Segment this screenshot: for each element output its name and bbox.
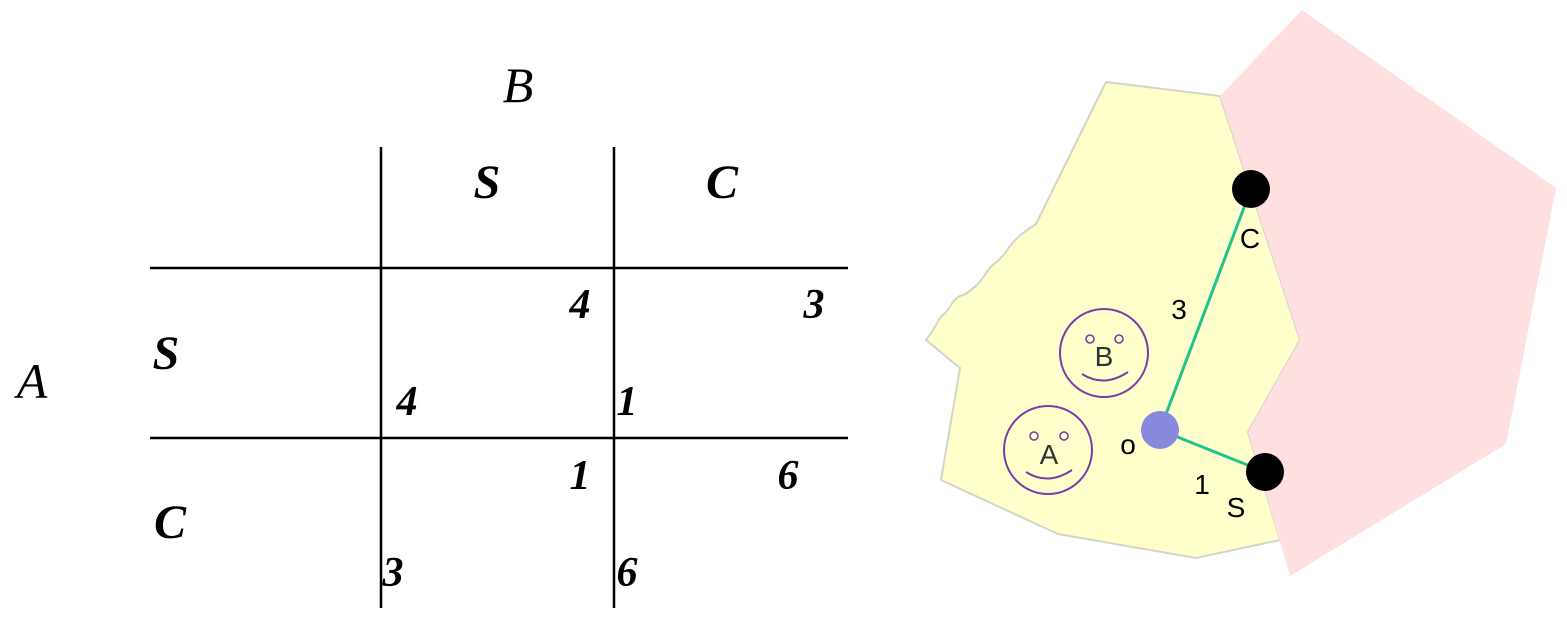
map-diagram: C S o 3 1 B A xyxy=(924,10,1556,576)
point-s-dot xyxy=(1246,453,1284,491)
yellow-region xyxy=(924,80,1302,560)
distance-to-s-label: 1 xyxy=(1194,469,1210,500)
distance-to-c-label: 3 xyxy=(1171,294,1187,325)
payoff-ss-a: 4 xyxy=(396,379,418,425)
payoff-ss-b: 4 xyxy=(569,282,591,328)
smiley-face-b: B xyxy=(1059,308,1149,398)
point-c-dot xyxy=(1232,170,1270,208)
col-player-label: B xyxy=(503,57,534,113)
row-strategy-s: S xyxy=(153,327,180,380)
point-c-label: C xyxy=(1240,223,1260,254)
face-a-label: A xyxy=(1040,439,1059,470)
row-player-label: A xyxy=(14,353,48,409)
point-s-label: S xyxy=(1227,492,1246,523)
payoff-cc-b: 6 xyxy=(778,453,799,499)
face-b-label: B xyxy=(1095,341,1114,372)
pink-region xyxy=(1220,10,1556,576)
payoff-cs-a: 3 xyxy=(382,550,404,596)
origin-label: o xyxy=(1120,429,1136,460)
payoff-cc-a: 6 xyxy=(617,550,638,596)
payoff-cs-b: 1 xyxy=(570,453,591,499)
col-strategy-s: S xyxy=(474,156,501,209)
payoff-matrix: B A S C S C 4 4 3 1 1 3 6 6 xyxy=(14,57,848,608)
row-strategy-c: C xyxy=(154,496,187,549)
smiley-face-a: A xyxy=(1003,405,1093,495)
path-to-c xyxy=(1158,188,1253,431)
col-strategy-c: C xyxy=(706,156,739,209)
payoff-sc-a: 1 xyxy=(617,379,638,425)
payoff-sc-b: 3 xyxy=(803,282,825,328)
origin-dot xyxy=(1141,411,1179,449)
